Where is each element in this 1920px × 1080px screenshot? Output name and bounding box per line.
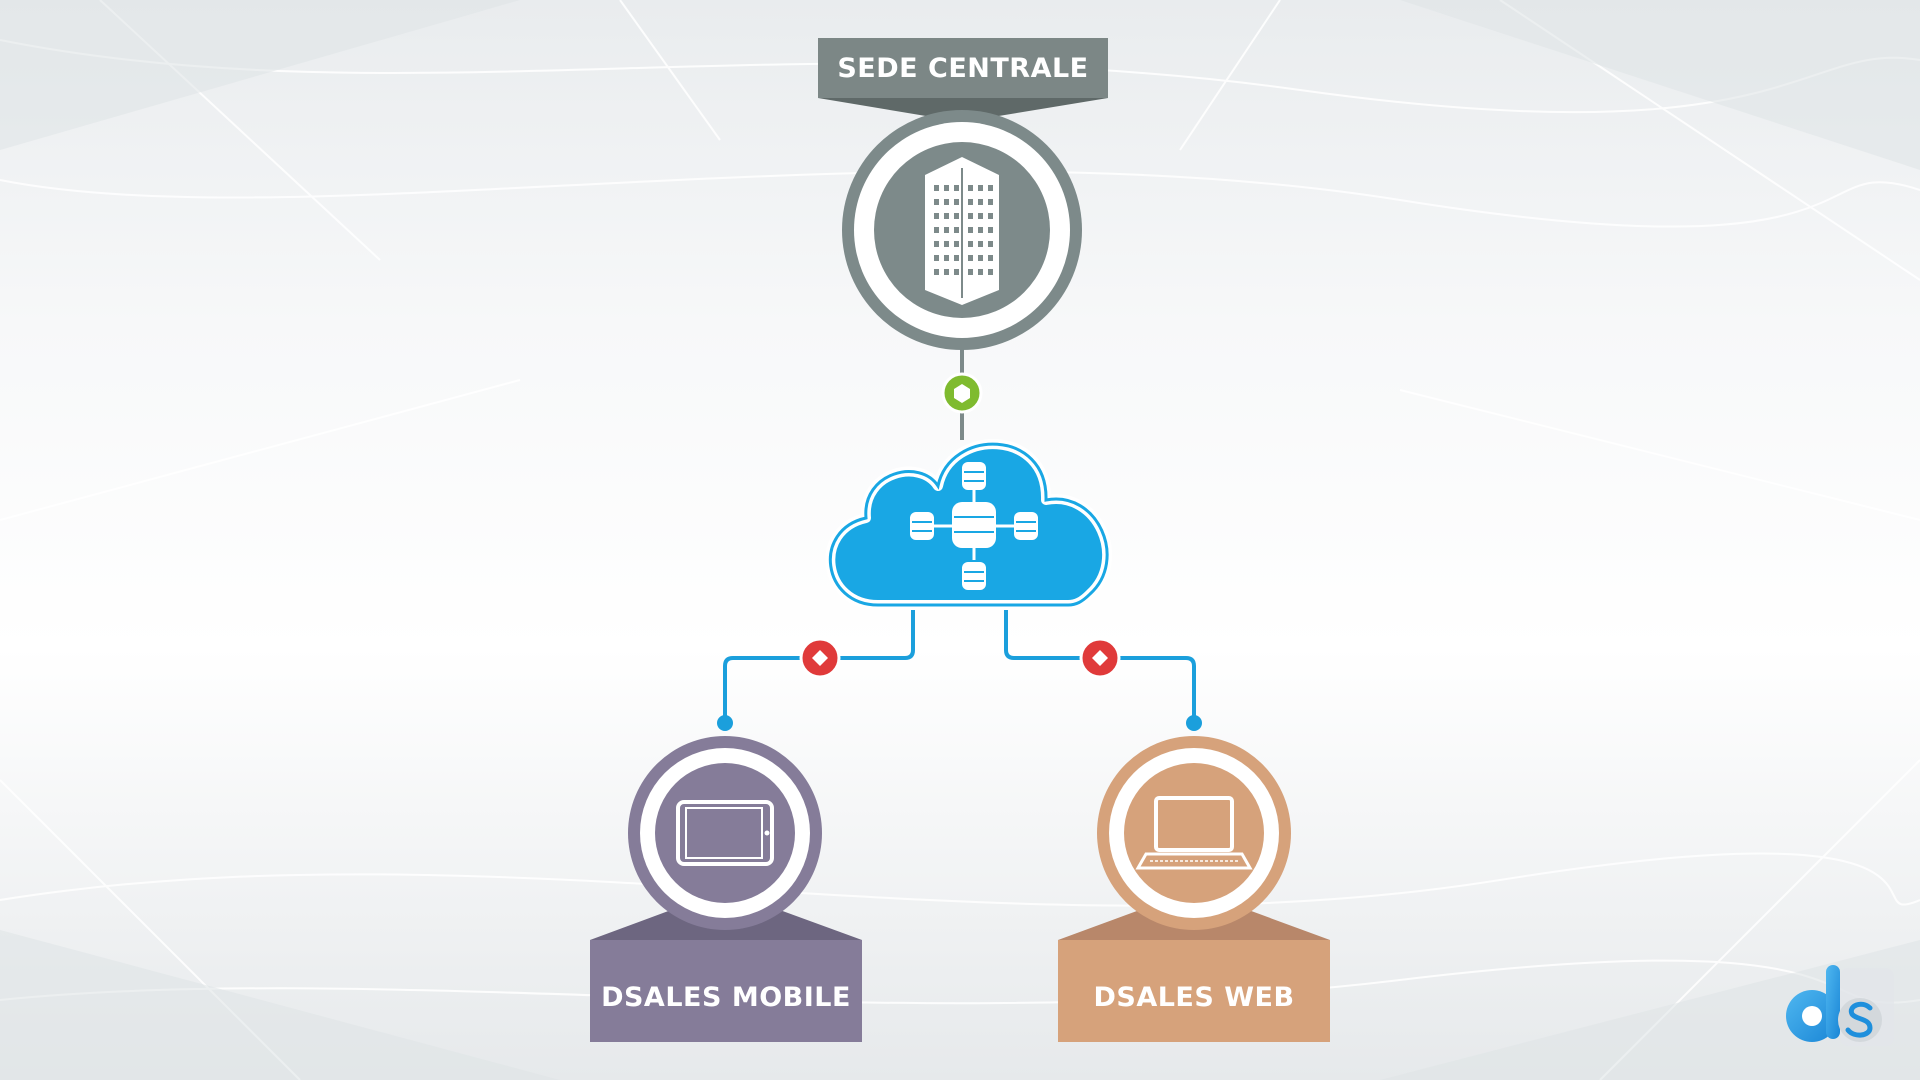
connector-dot-mobile: [717, 715, 733, 731]
cloud-node: [825, 439, 1112, 610]
link-badge-left: [799, 637, 841, 679]
tablet-icon: [676, 800, 774, 866]
office-building-icon: [925, 157, 999, 305]
headquarters-node: [818, 38, 1108, 350]
ds-logo-icon: [1786, 965, 1894, 1046]
mobile-label: DSALES MOBILE: [601, 982, 851, 1013]
mobile-node: [590, 736, 862, 1042]
connector-dot-web: [1186, 715, 1202, 731]
laptop-icon: [1135, 796, 1253, 870]
web-label: DSALES WEB: [1093, 982, 1295, 1013]
link-badge-right: [1079, 637, 1121, 679]
headquarters-header: [818, 38, 1108, 98]
link-badge-top: [941, 372, 983, 414]
web-label-box: [1058, 940, 1330, 1042]
mobile-label-box: [590, 940, 862, 1042]
cloud-database-network-icon: [910, 462, 1038, 590]
web-node: [1058, 736, 1330, 1042]
headquarters-label: SEDE CENTRALE: [837, 53, 1089, 84]
